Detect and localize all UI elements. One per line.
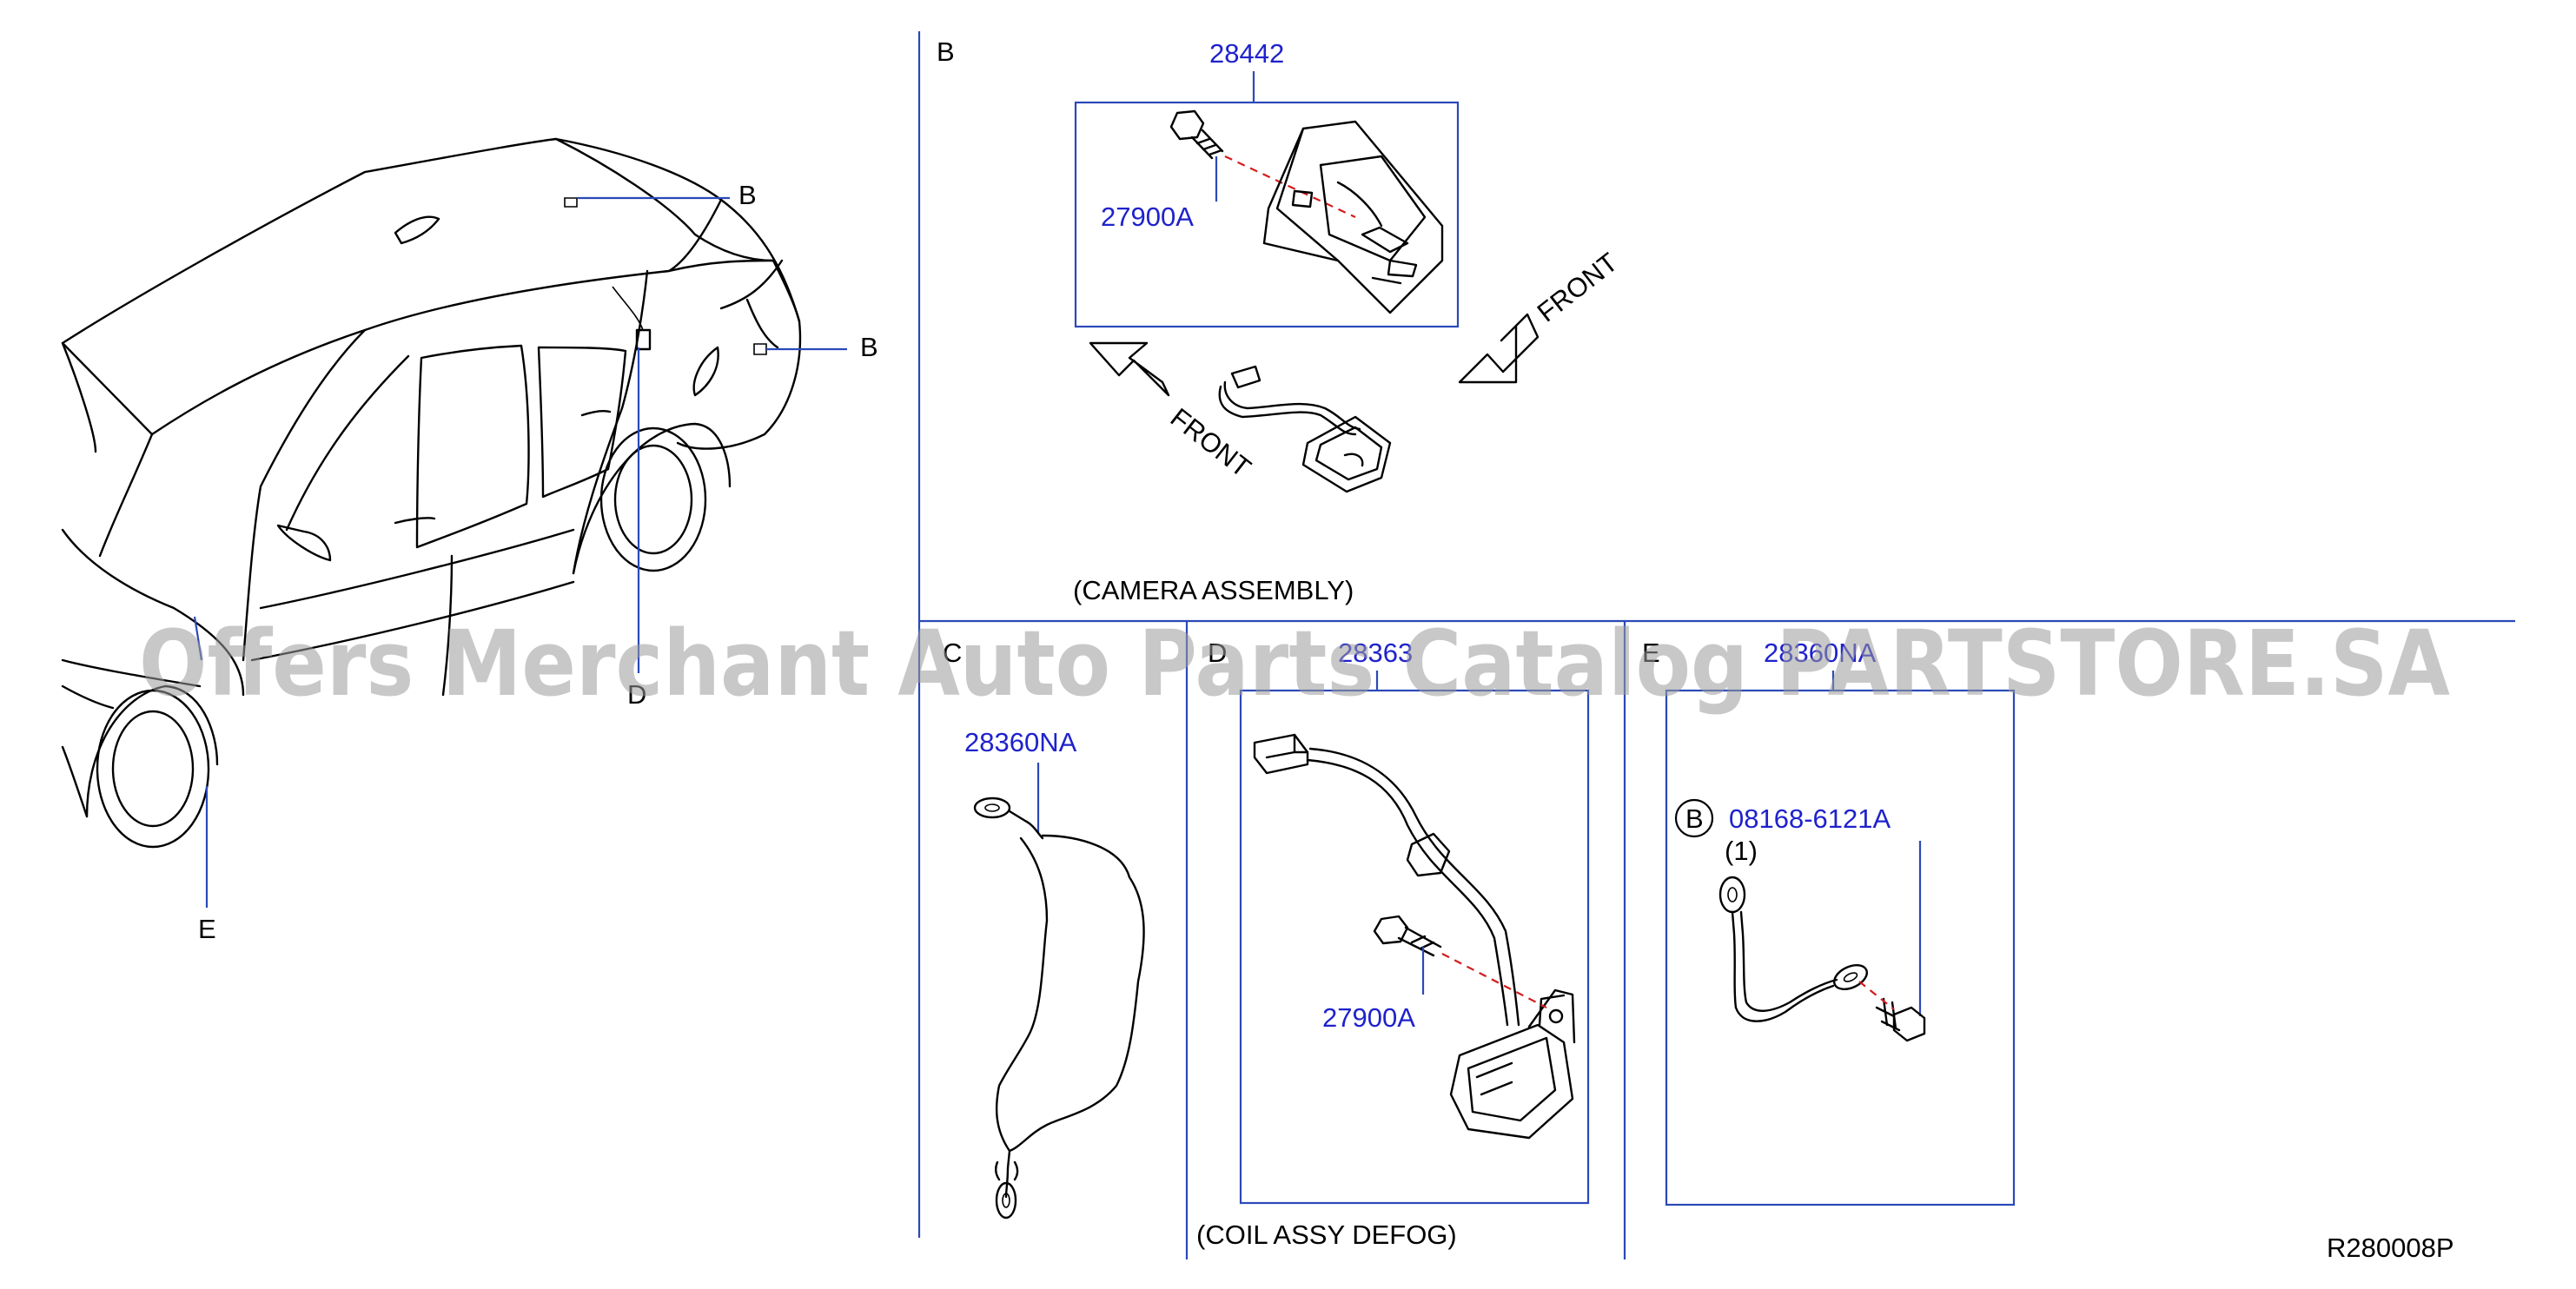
caption-coil-defog: (COIL ASSY DEFOG) [1196,1220,1457,1250]
ground-strap-e-frame [1665,689,2016,1206]
bolt-symbol-letter: B [1685,803,1704,834]
section-label-e: E [1642,638,1660,668]
front-label-upper: FRONT [1532,247,1624,327]
camera-bolt-drawing [1169,109,1224,160]
part-number-coil-bolt: 27900A [1322,1002,1415,1033]
ground-bolt-quantity: (1) [1725,836,1758,866]
section-label-d: D [1208,638,1227,668]
diagram-reference-code: R280008P [2327,1233,2454,1263]
callout-b-trunk: B [860,332,878,362]
caption-camera-assembly: (CAMERA ASSEMBLY) [1073,575,1354,605]
coil-defog-frame [1239,689,1590,1205]
ground-strap-e-drawing [1718,876,1926,1042]
car-illustration [61,137,847,908]
ground-strap-c-drawing [973,797,1145,1220]
callout-b-roof: B [738,180,757,210]
section-dividers [917,31,2515,1259]
callout-e: E [198,914,216,944]
part-number-ground-strap-e: 28360NA [1764,638,1877,668]
part-number-camera-assy: 28442 [1209,38,1284,69]
callout-d: D [627,679,646,710]
camera-bracket-drawing [1262,120,1444,314]
part-number-ground-strap-c: 28360NA [964,727,1077,757]
camera-unit-drawing [1218,365,1392,493]
watermark-text: Offers Merchant Auto Parts Catalog PARTS… [139,611,2450,717]
section-label-c: C [943,638,962,668]
part-number-ground-bolt: 08168-6121A [1729,803,1891,834]
part-number-camera-bolt: 27900A [1101,202,1194,232]
front-arrow-right [1458,313,1540,384]
coil-defog-drawing [1253,733,1576,1140]
section-label-b: B [937,36,955,67]
part-number-coil-defog: 28363 [1338,638,1413,668]
camera-assy-frame [1074,101,1460,328]
front-label-lower: FRONT [1165,402,1257,483]
bolt-symbol-circle [1674,798,1714,838]
front-arrow-left [1089,341,1170,397]
